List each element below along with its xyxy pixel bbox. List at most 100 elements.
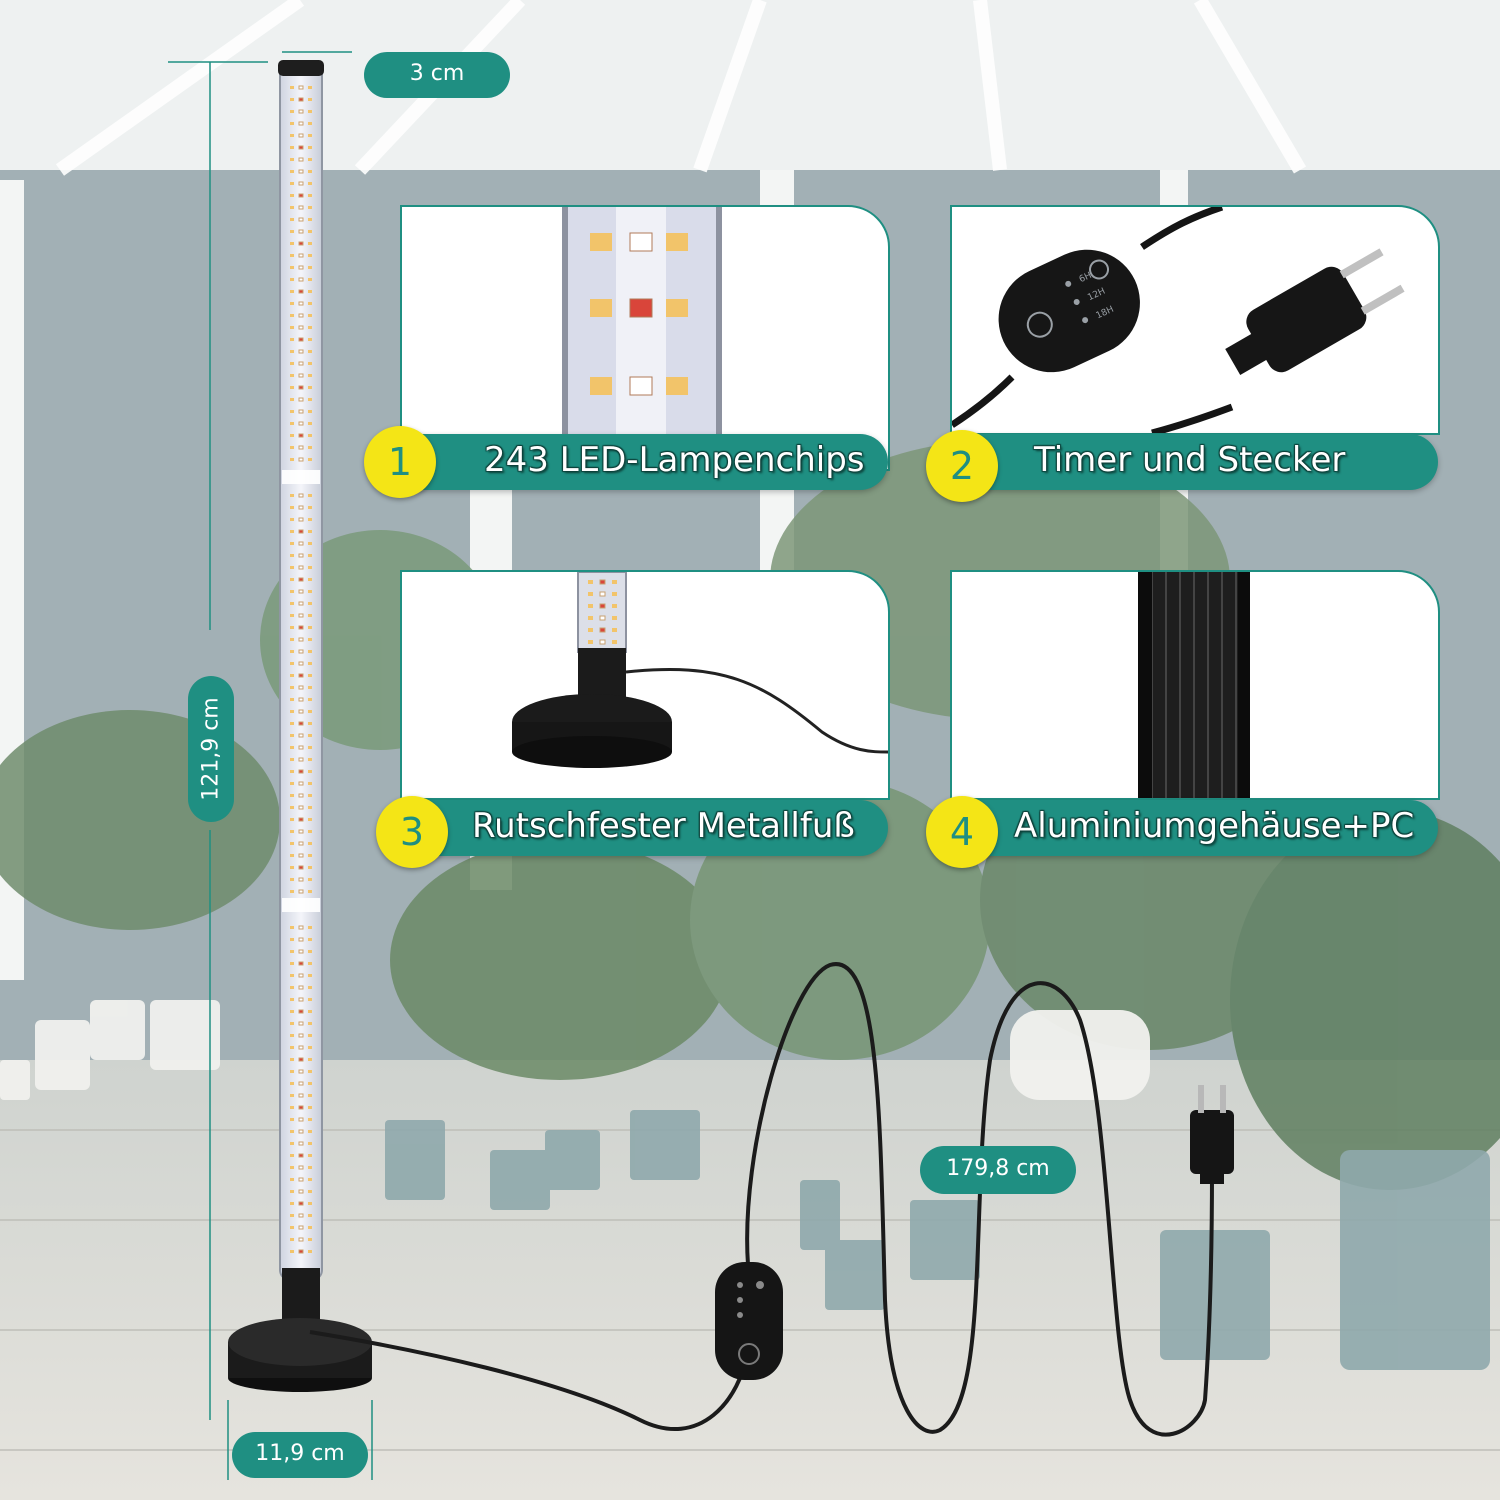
led-chip [290, 170, 294, 173]
led-chip [308, 842, 312, 845]
led-chip [308, 554, 312, 557]
feature-panel-led-chips [400, 205, 890, 471]
led-chip [290, 1094, 294, 1097]
led-chip [290, 314, 294, 317]
led-chip [290, 1070, 294, 1073]
led-chip [308, 218, 312, 221]
led-chip [290, 938, 294, 941]
led-chip [290, 278, 294, 281]
led-chip [599, 603, 606, 609]
led-chip [308, 518, 312, 521]
led-chip [308, 278, 312, 281]
feature-number-badge-1: 1 [364, 426, 436, 498]
led-chip [308, 410, 312, 413]
led-chip [308, 590, 312, 593]
led-chip [308, 1202, 312, 1205]
led-chip [298, 433, 304, 438]
led-chip [290, 290, 294, 293]
led-chip [290, 1046, 294, 1049]
led-chip [290, 446, 294, 449]
led-chip [308, 194, 312, 197]
led-chips-closeup-icon [562, 207, 722, 469]
led-chip [290, 410, 294, 413]
metal-base-icon [512, 572, 888, 768]
led-chip [298, 757, 304, 762]
led-chip [290, 182, 294, 185]
led-chip [290, 362, 294, 365]
led-chip [298, 733, 304, 738]
base-dimension-label: 11,9 cm [232, 1432, 368, 1478]
led-chip [290, 302, 294, 305]
feature-banner-1: 243 LED-Lampenchips [404, 434, 888, 490]
led-chip [298, 409, 304, 414]
feature-panel-aluminium-housing [950, 570, 1440, 800]
led-chip [308, 1190, 312, 1193]
led-chip [308, 1214, 312, 1217]
led-chip [290, 494, 294, 497]
led-chip [308, 542, 312, 545]
led-chip [308, 314, 312, 317]
led-chip [599, 615, 606, 621]
led-chip [308, 98, 312, 101]
led-chip [308, 1142, 312, 1145]
led-chip [666, 233, 688, 251]
led-chip [298, 949, 304, 954]
led-chip [298, 1105, 304, 1110]
led-chip [298, 877, 304, 882]
led-chip [629, 232, 653, 252]
led-chip [588, 616, 593, 620]
led-chip [290, 842, 294, 845]
led-chip [298, 193, 304, 198]
led-chip [298, 1237, 304, 1242]
led-chip [290, 218, 294, 221]
led-chip [298, 673, 304, 678]
led-chip [308, 962, 312, 965]
led-chip [298, 1165, 304, 1170]
led-chip [298, 277, 304, 282]
led-chip [308, 566, 312, 569]
led-chip [290, 518, 294, 521]
led-chip [298, 1057, 304, 1062]
led-chip [298, 781, 304, 786]
led-chip [290, 1022, 294, 1025]
led-chip [290, 122, 294, 125]
led-chip [666, 377, 688, 395]
led-chip [298, 589, 304, 594]
led-chip [308, 1094, 312, 1097]
led-chip [290, 926, 294, 929]
led-chip [290, 506, 294, 509]
led-chip [298, 349, 304, 354]
led-chip [308, 242, 312, 245]
led-chip [298, 289, 304, 294]
led-chip [308, 266, 312, 269]
led-chip [298, 853, 304, 858]
led-chip [290, 1178, 294, 1181]
led-chip [308, 506, 312, 509]
led-chip [612, 640, 617, 644]
feature-banner-2: Timer und Stecker [954, 434, 1438, 490]
led-chip [298, 253, 304, 258]
led-chip [290, 530, 294, 533]
led-chip [308, 734, 312, 737]
led-chip [290, 758, 294, 761]
led-chip [308, 722, 312, 725]
led-chip [308, 494, 312, 497]
led-chip [298, 865, 304, 870]
led-chip [290, 326, 294, 329]
led-chip [308, 1178, 312, 1181]
led-chip [290, 458, 294, 461]
led-chip [290, 806, 294, 809]
led-chip [590, 377, 612, 395]
led-chip [290, 686, 294, 689]
led-chip [590, 299, 612, 317]
led-chip [290, 134, 294, 137]
led-chip [308, 890, 312, 893]
led-chip [308, 662, 312, 665]
led-chip [290, 650, 294, 653]
led-chip [298, 361, 304, 366]
led-chip [290, 722, 294, 725]
led-chip [308, 1118, 312, 1121]
led-chip [298, 229, 304, 234]
led-chip [298, 925, 304, 930]
led-chip [290, 818, 294, 821]
